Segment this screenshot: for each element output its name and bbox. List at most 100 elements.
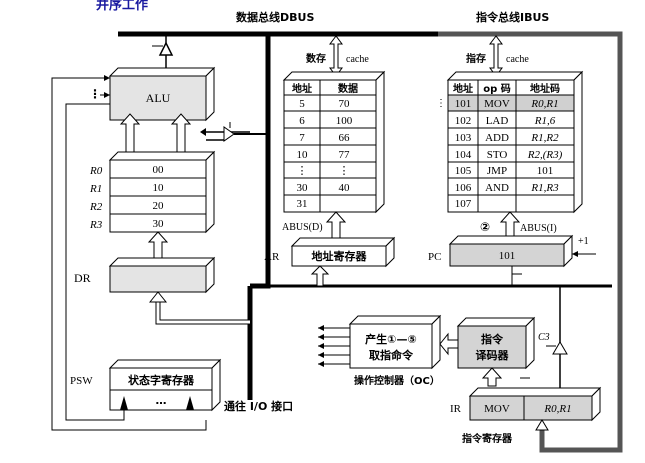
controller-caption: 操作控制器（OC） xyxy=(354,374,440,387)
instr-memory-cell: 101 xyxy=(455,98,472,110)
ar-outer-label: AR xyxy=(264,251,280,263)
io-interface-label: 通往 I/O 接口 xyxy=(224,399,293,413)
ar-label: 地址寄存器 xyxy=(312,249,368,263)
instr-memory-header: 地址码 xyxy=(530,82,560,95)
register-to-alu-arrows xyxy=(119,113,192,153)
instr-memory-cell: JMP xyxy=(487,165,507,177)
bus-to-ar-arrow xyxy=(310,265,330,287)
data-memory-cell: 6 xyxy=(299,115,305,127)
data-memory-label: 数存 xyxy=(306,52,326,65)
instr-memory-label: 指存 xyxy=(466,52,486,65)
instr-memory-cell: ADD xyxy=(485,132,509,144)
instr-memory-cell: 107 xyxy=(455,198,472,210)
instr-memory-header: 地址 xyxy=(453,82,473,95)
data-memory-cell: 5 xyxy=(299,98,305,110)
register-name: R3 xyxy=(89,219,103,231)
instr-memory-cell: 104 xyxy=(455,149,472,161)
ibus-to-ir-arrow xyxy=(535,419,620,453)
ir-block: MOV R0,R1 xyxy=(468,386,602,422)
ir-op: MOV xyxy=(484,403,510,415)
data-memory-cell: 66 xyxy=(339,132,351,144)
dr-label: DR xyxy=(74,271,91,285)
instr-memory-cell: LAD xyxy=(486,115,509,127)
generator-line2: 取指命令 xyxy=(369,348,414,362)
control-signal-arrows xyxy=(318,325,350,367)
instr-memory-cell: R1,6 xyxy=(534,115,556,127)
data-memory-cell: 31 xyxy=(297,198,308,210)
instruction-decoder: 指令 译码器 xyxy=(456,316,536,370)
data-cache-label: cache xyxy=(346,54,369,65)
data-memory-cache-link: 数存 cache xyxy=(306,35,369,77)
alu-dots: ⋮ xyxy=(89,87,101,101)
header-fragment: 并序工作 xyxy=(96,0,148,13)
register-value: 30 xyxy=(153,218,165,230)
register-value: 00 xyxy=(153,164,165,176)
data-memory-cell: 100 xyxy=(336,115,353,127)
current-row-dots: ⋮ xyxy=(436,98,446,109)
alu-output-buffer xyxy=(200,122,266,142)
data-memory-cell: 10 xyxy=(297,149,309,161)
register-name: R0 xyxy=(89,165,103,177)
psw-outer-label: PSW xyxy=(70,375,93,387)
dr-block xyxy=(108,256,216,294)
ir-to-decoder-arrow xyxy=(481,367,503,387)
data-memory-cell: 7 xyxy=(299,132,305,144)
instr-memory-cell: AND xyxy=(485,182,509,194)
instruction-bus-label: 指令总线IBUS xyxy=(476,10,549,24)
data-memory-cell: 30 xyxy=(297,182,309,194)
register-name: R2 xyxy=(89,201,103,213)
alu-label: ALU xyxy=(146,91,171,105)
abus-instr-label: ABUS(I) xyxy=(520,223,557,234)
register-names: R0 R1 R2 R3 xyxy=(89,165,103,231)
instr-memory-cell: 105 xyxy=(455,165,472,177)
data-memory-cell: ⋮ xyxy=(339,165,350,177)
instr-memory-cell: R2,(R3) xyxy=(527,149,563,161)
data-memory-cell: 40 xyxy=(339,182,351,194)
data-bus-label: 数据总线DBUS xyxy=(236,10,314,24)
abus-data-label: ABUS(D) xyxy=(282,222,323,233)
data-memory-rows: 5 70 6 100 7 66 10 77 ⋮ ⋮ 30 40 31 xyxy=(297,98,353,210)
psw-dots: … xyxy=(156,394,167,407)
register-file: 00 10 20 30 xyxy=(108,150,216,234)
instr-cache-label: cache xyxy=(506,54,529,65)
instr-memory-cell: R1,R2 xyxy=(530,132,559,144)
register-value: 10 xyxy=(153,182,165,194)
pc-block: 101 xyxy=(448,234,574,268)
ir-outer-label: IR xyxy=(450,403,462,415)
instr-memory-rows: 101 MOV R0,R1 102 LAD R1,6 103 ADD R1,R2… xyxy=(455,98,563,210)
ar-to-memory-arrow xyxy=(325,211,347,241)
dr-to-register-arrow xyxy=(147,231,169,259)
psw-input-arrow xyxy=(120,396,128,410)
bus-to-dr-arrow xyxy=(148,291,250,325)
step-marker: ② xyxy=(480,220,490,234)
instr-memory-table: 地址 op 码 地址码 xyxy=(446,70,584,214)
alu-block: ALU xyxy=(108,66,216,122)
data-memory-cell: ⋮ xyxy=(297,165,308,177)
data-memory-cell: 70 xyxy=(339,98,351,110)
instr-memory-header: op 码 xyxy=(483,83,511,95)
decoder-line2: 译码器 xyxy=(476,349,510,362)
ir-caption: 指令寄存器 xyxy=(462,432,513,445)
instr-memory-cell: 103 xyxy=(455,132,472,144)
pc-increment: +1 xyxy=(578,236,589,247)
alu-psw-feedback xyxy=(51,75,207,431)
ir-addr: R0,R1 xyxy=(543,403,571,415)
ir-clock-label: C3 xyxy=(538,332,550,343)
psw-label: 状态字寄存器 xyxy=(128,373,195,387)
generator-line1: 产生①—⑤ xyxy=(365,332,417,346)
data-memory-header: 地址 xyxy=(292,82,312,95)
psw-block: 状态字寄存器 … xyxy=(108,358,222,412)
instr-memory-cache-link: 指存 cache xyxy=(466,35,529,77)
ir-load-buffer: C3 xyxy=(538,286,568,388)
instr-memory-cell: 101 xyxy=(537,165,554,177)
psw-input-arrow xyxy=(186,396,194,410)
instr-memory-cell: 102 xyxy=(455,115,472,127)
pc-outer-label: PC xyxy=(428,251,441,263)
ar-block: 地址寄存器 xyxy=(290,236,396,268)
data-memory-cell: 77 xyxy=(339,149,351,161)
pc-value: 101 xyxy=(499,250,516,262)
data-memory-header: 数据 xyxy=(338,82,358,95)
register-name: R1 xyxy=(89,183,102,195)
instr-memory-cell: 106 xyxy=(455,182,472,194)
